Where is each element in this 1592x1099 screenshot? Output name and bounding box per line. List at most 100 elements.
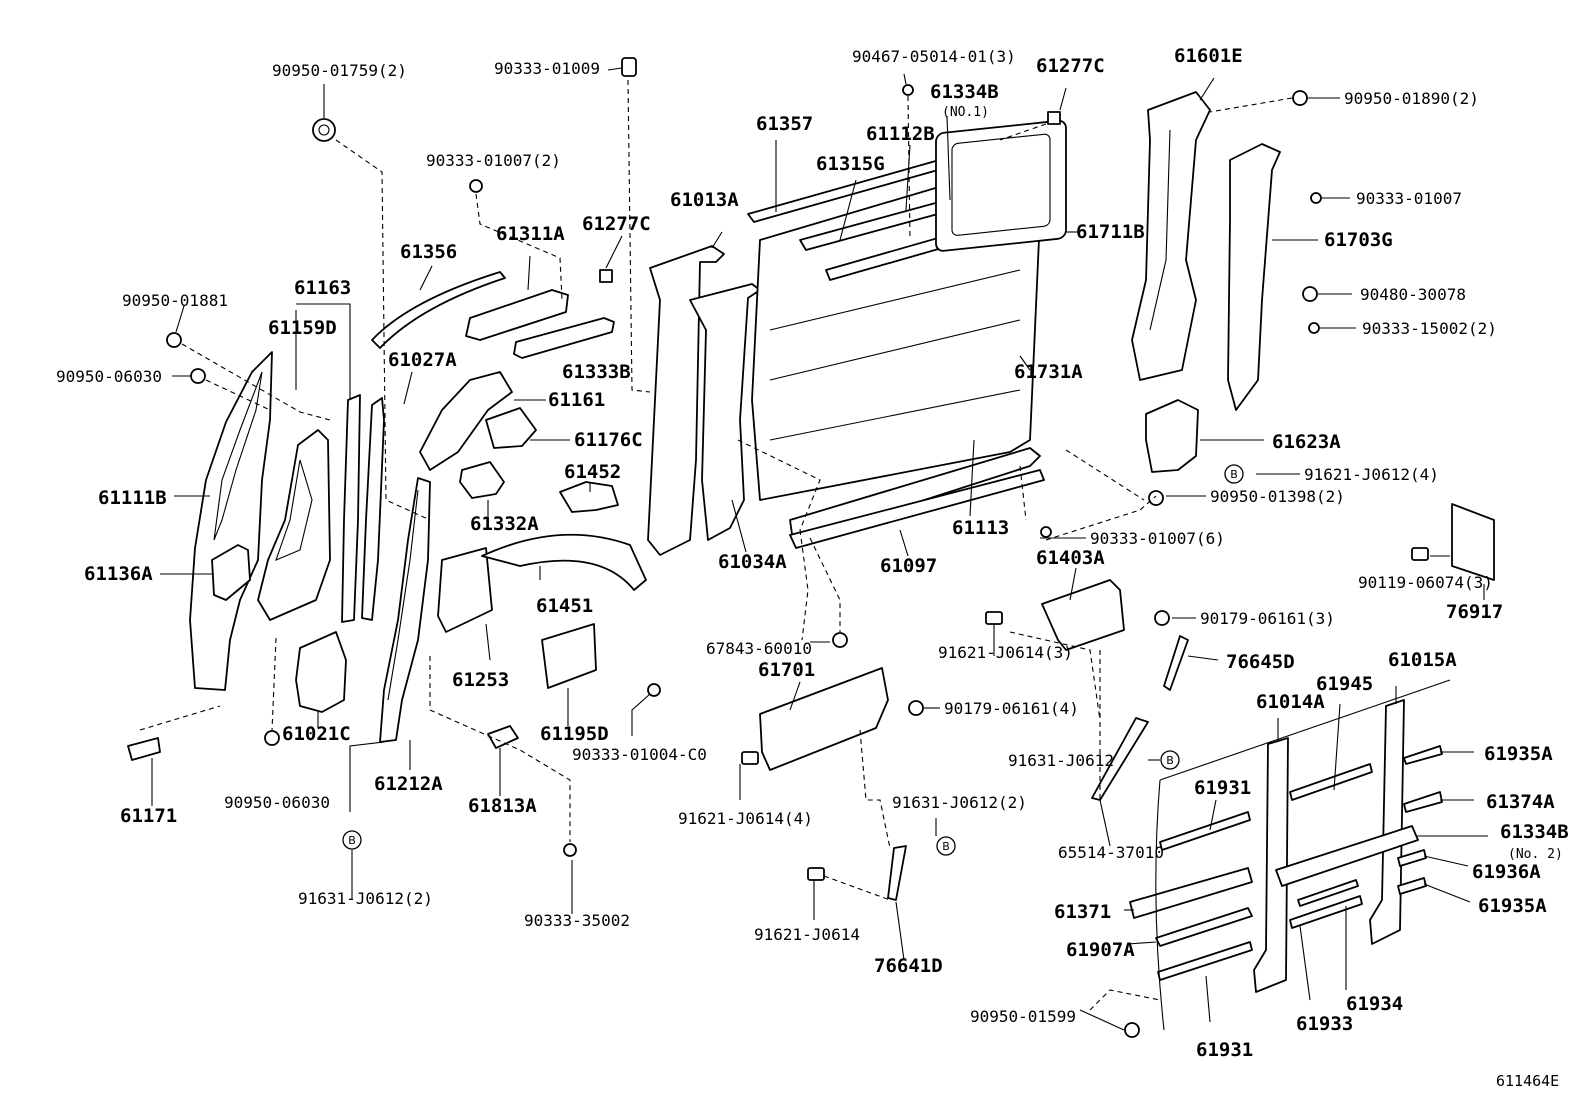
part-shapes [127,57,1495,1038]
part-76645D [1163,635,1189,691]
fastener-67843-60010 [832,632,848,648]
part-61021C [295,631,347,713]
label-76917: 76917 [1446,601,1503,623]
label-90333-01004: 90333-01004-C0 [572,745,707,764]
diagram-reference-code: 611464E [1496,1072,1559,1090]
fastener-90333-01004 [647,683,661,697]
part-61371 [1129,867,1253,919]
label-61934: 61934 [1346,993,1403,1015]
part-61935A-bot [1397,877,1427,895]
fastener-90333-01007-6 [1040,526,1052,538]
label-90119-06074: 90119-06074(3) [1358,573,1493,592]
label-61027A: 61027A [388,349,457,371]
fastener-90179-06161-4 [908,700,924,716]
label-91621-J0614: 91621-J0614 [754,925,860,944]
label-90333-01009: 90333-01009 [494,59,600,78]
fastener-90333-35002 [563,843,577,857]
label-61277C-mid: 61277C [582,213,651,235]
b-marker [936,836,956,856]
label-61163: 61163 [294,277,351,299]
part-61277C-mid [599,269,613,283]
label-61333B: 61333B [562,361,631,383]
label-61945: 61945 [1316,673,1373,695]
label-90950-01398: 90950-01398(2) [1210,487,1345,506]
b-marker [342,830,362,850]
label-91631-J0612: 91631-J0612 [1008,751,1114,770]
label-61034A: 61034A [718,551,787,573]
part-61731A [951,133,1051,236]
part-90333-01009 [621,57,637,77]
label-61813A: 61813A [468,795,537,817]
part-61701 [759,667,889,771]
label-90480-30078: 90480-30078 [1360,285,1466,304]
label-61403A: 61403A [1036,547,1105,569]
label-61097: 61097 [880,555,937,577]
label-61171: 61171 [120,805,177,827]
fastener-90950-01759 [312,118,336,142]
part-61711B [935,119,1067,252]
label-61176C: 61176C [574,429,643,451]
label-61334B: 61334B [930,81,999,103]
fastener-90333-15002 [1308,322,1320,334]
svg-text:B: B [1230,468,1238,481]
part-61931-top [1159,811,1251,851]
bolt-markers: B B B B [342,464,1244,856]
label-90950-01759: 90950-01759(2) [272,61,407,80]
label-61277C-top: 61277C [1036,55,1105,77]
label-61935A-top: 61935A [1484,743,1553,765]
label-61451: 61451 [536,595,593,617]
label-90333-15002: 90333-15002(2) [1362,319,1497,338]
part-61945 [1289,763,1373,801]
fastener-90179-06161-3 [1154,610,1170,626]
svg-text:B: B [942,840,950,853]
label-90950-01890: 90950-01890(2) [1344,89,1479,108]
part-61934 [1297,879,1359,907]
label-61334B-no1: (NO.1) [942,105,989,120]
label-61703G: 61703G [1324,229,1393,251]
label-61374A: 61374A [1486,791,1555,813]
label-61711B: 61711B [1076,221,1145,243]
part-61451 [481,533,647,591]
label-61623A: 61623A [1272,431,1341,453]
part-labels: 61601E 90467-05014-01(3) 61277C 61334B (… [56,45,1569,1090]
fastener-90467 [902,84,914,96]
label-61195D: 61195D [540,723,609,745]
label-90333-35002: 90333-35002 [524,911,630,930]
label-61731A: 61731A [1014,361,1083,383]
part-61111B [189,351,273,691]
fastener-90950-06030-top [190,368,206,384]
label-90333-01007-6: 90333-01007(6) [1090,529,1225,548]
label-61601E: 61601E [1174,45,1243,67]
part-61374A [1403,791,1443,813]
part-61159D [257,429,331,621]
label-61357: 61357 [756,113,813,135]
label-90179-06161-3: 90179-06161(3) [1200,609,1335,628]
part-61601E [1131,91,1211,381]
leader-lines [139,67,1488,1031]
label-61111B: 61111B [98,487,167,509]
fastener-90950-06030-bot [264,730,280,746]
label-61356: 61356 [400,241,457,263]
part-61253 [437,547,493,633]
part-61161 [419,371,513,471]
part-61403A [1041,579,1125,651]
label-90333-01007: 90333-01007 [1356,189,1462,208]
label-61371: 61371 [1054,901,1111,923]
label-61013A: 61013A [670,189,739,211]
label-61931-bot: 61931 [1196,1039,1253,1061]
part-61356 [371,271,506,349]
part-61027A [361,397,385,621]
label-61161: 61161 [548,389,605,411]
label-90950-01599: 90950-01599 [970,1007,1076,1026]
svg-text:B: B [348,834,356,847]
part-61015A [1369,699,1405,945]
label-65514-37010: 65514-37010 [1058,843,1164,862]
label-61334B-no2: 61334B [1500,821,1569,843]
label-61159D: 61159D [268,317,337,339]
label-90950-06030-bot: 90950-06030 [224,793,330,812]
part-61907A [1155,907,1253,947]
label-90467: 90467-05014-01(3) [852,47,1016,66]
part-61195D [541,623,597,689]
label-61935A-bot: 61935A [1478,895,1547,917]
